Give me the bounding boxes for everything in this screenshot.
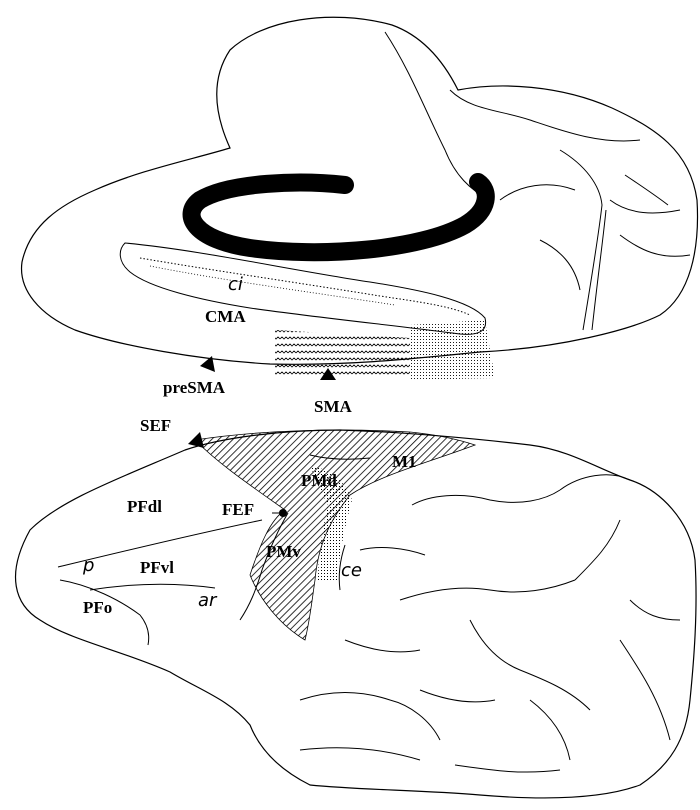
label-pmd: PMd: [301, 471, 337, 490]
sef-marker: [188, 432, 204, 448]
label-cma: CMA: [205, 307, 246, 326]
medial-hemisphere: [22, 17, 698, 380]
sma-region: [275, 330, 410, 378]
label-pfo: PFo: [83, 598, 112, 617]
label-sef: SEF: [140, 416, 171, 435]
label-pfdl: PFdl: [127, 497, 162, 516]
label-m1: M1: [392, 452, 417, 471]
medial-outline: [22, 17, 698, 364]
label-ci: ci: [228, 274, 243, 295]
fef-marker: [279, 509, 287, 517]
corpus-callosum: [192, 182, 486, 252]
label-pmv: PMv: [266, 542, 301, 561]
label-pfvl: PFvl: [140, 558, 174, 577]
label-fef: FEF: [222, 500, 254, 519]
label-presma: preSMA: [163, 378, 226, 397]
presma-dotted-region: [410, 320, 495, 380]
label-p: p: [82, 555, 94, 576]
lateral-hemisphere: [16, 430, 697, 798]
label-ar: ar: [198, 590, 218, 611]
label-sma: SMA: [314, 397, 353, 416]
label-ce: ce: [341, 560, 362, 581]
